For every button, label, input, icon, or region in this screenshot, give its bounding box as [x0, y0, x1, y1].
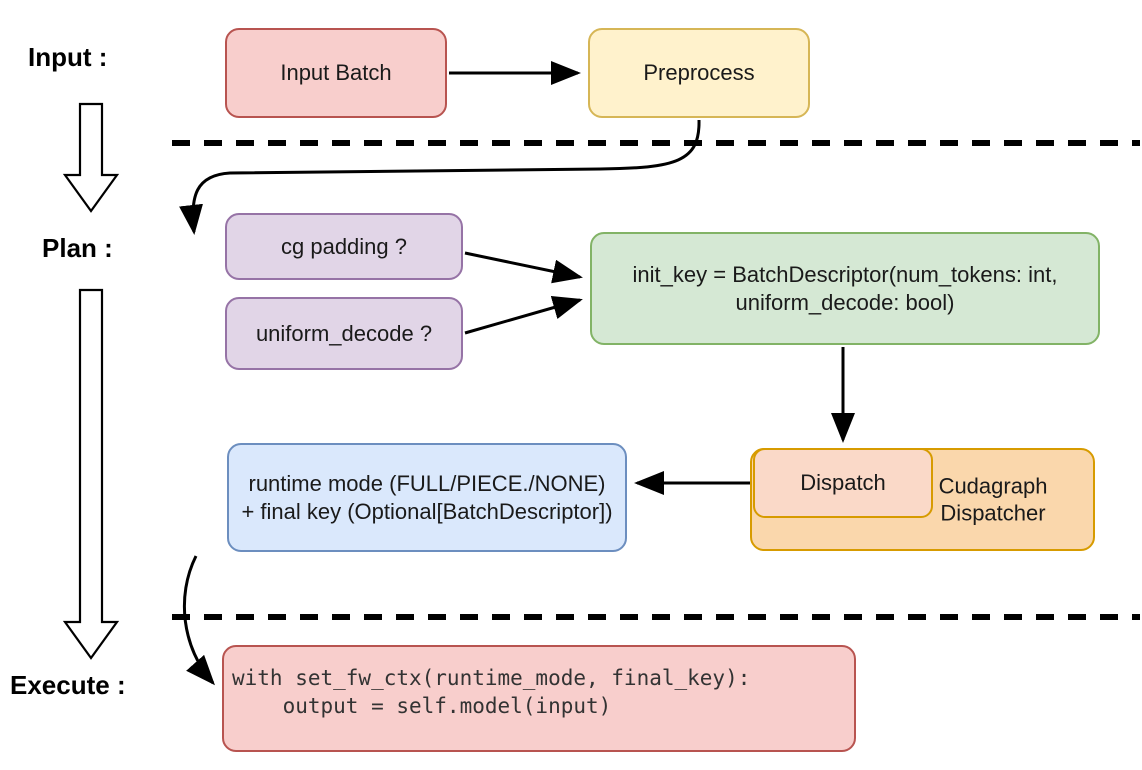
stage-label-plan: Plan : [42, 233, 113, 263]
uniform-decode-to-init-key-edge [464, 295, 583, 335]
node-uniform-decode-label: uniform_decode ? [255, 320, 433, 346]
node-execute-code[interactable]: with set_fw_ctx(runtime_mode, final_key)… [222, 645, 856, 752]
node-init-key-line1: init_key = BatchDescriptor(num_tokens: i… [632, 261, 1058, 287]
node-init-key-line2: uniform_decode: bool) [735, 289, 955, 315]
node-uniform-decode[interactable]: uniform_decode ? [225, 297, 463, 370]
stage-label-input: Input : [28, 42, 108, 72]
node-cudagraph-dispatcher-label: Cudagraph Dispatcher [913, 472, 1073, 527]
node-cg-padding-label: cg padding ? [281, 233, 407, 259]
node-runtime-mode-line1: runtime mode (FULL/PIECE./NONE) [248, 470, 606, 496]
node-cudagraph-dispatcher-line2: Dispatcher [940, 500, 1046, 526]
runtime-mode-to-execute-code-edge [182, 555, 215, 686]
node-cudagraph-dispatcher-line1: Cudagraph [938, 472, 1048, 498]
node-input-batch-label: Input Batch [280, 60, 392, 86]
node-dispatch[interactable]: Dispatch [753, 448, 933, 518]
node-runtime-mode-line2: + final key (Optional[BatchDescriptor]) [241, 498, 613, 524]
node-preprocess-label: Preprocess [643, 60, 755, 86]
plan-to-execute-flow-arrow [62, 288, 120, 660]
node-cg-padding[interactable]: cg padding ? [225, 213, 463, 280]
node-init-key[interactable]: init_key = BatchDescriptor(num_tokens: i… [590, 232, 1100, 345]
input-to-plan-flow-arrow [62, 102, 120, 213]
execute-code-line2: output = self.model(input) [232, 693, 612, 718]
execute-code-line1: with set_fw_ctx(runtime_mode, final_key)… [232, 666, 751, 690]
cg-padding-to-init-key-edge [464, 251, 583, 284]
stage-label-execute: Execute : [10, 670, 126, 700]
node-input-batch[interactable]: Input Batch [225, 28, 447, 118]
node-runtime-mode[interactable]: runtime mode (FULL/PIECE./NONE) + final … [227, 443, 627, 552]
preprocess-to-cg-padding-edge [179, 119, 701, 235]
node-dispatch-label: Dispatch [800, 470, 886, 496]
node-preprocess[interactable]: Preprocess [588, 28, 810, 118]
